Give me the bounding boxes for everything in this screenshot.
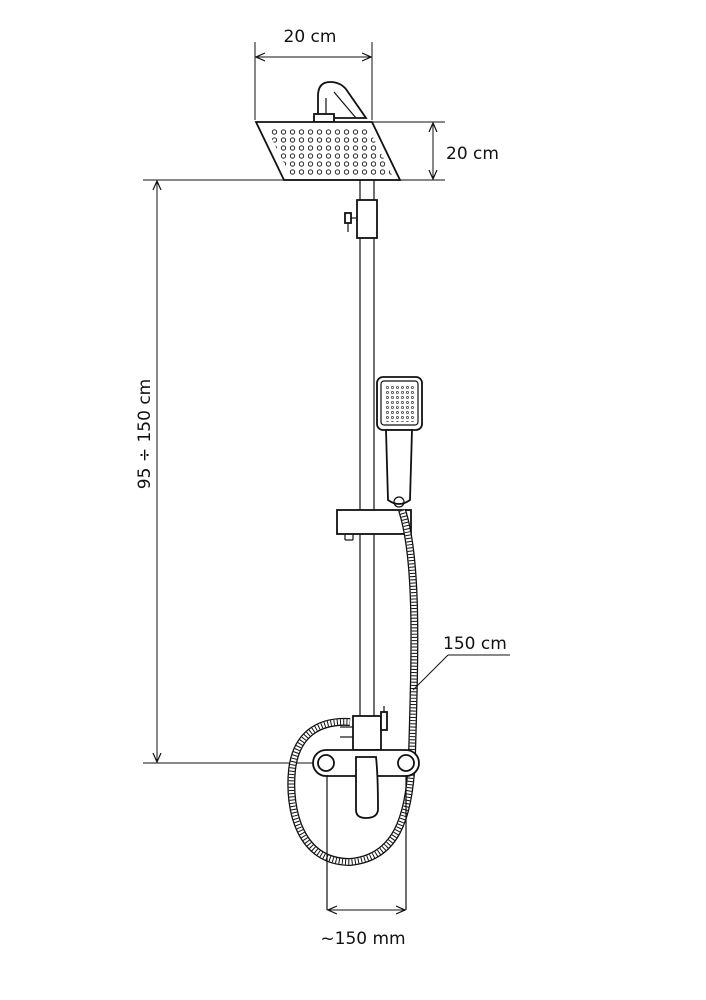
rain-shower-head: [254, 81, 402, 181]
riser-pipe: [344, 180, 378, 745]
head-depth-dimension: 20 cm: [372, 121, 499, 181]
hose-length-callout: 150 cm: [412, 634, 510, 691]
height-range-dimension: 95 ÷ 150 cm: [135, 179, 372, 764]
head-depth-label: 20 cm: [446, 144, 499, 164]
mixer-spacing-label: ~150 mm: [320, 929, 405, 949]
height-range-label: 95 ÷ 150 cm: [135, 379, 155, 489]
hand-shower: [376, 376, 423, 508]
head-width-dimension: 20 cm: [254, 27, 373, 120]
head-width-label: 20 cm: [284, 27, 337, 47]
mixer-spacing-dimension: ~150 mm: [320, 910, 405, 949]
shower-hose: [287, 508, 419, 867]
mixer-valve: [312, 706, 420, 910]
sliding-holder: [336, 509, 412, 541]
hose-length-label: 150 cm: [443, 634, 507, 654]
